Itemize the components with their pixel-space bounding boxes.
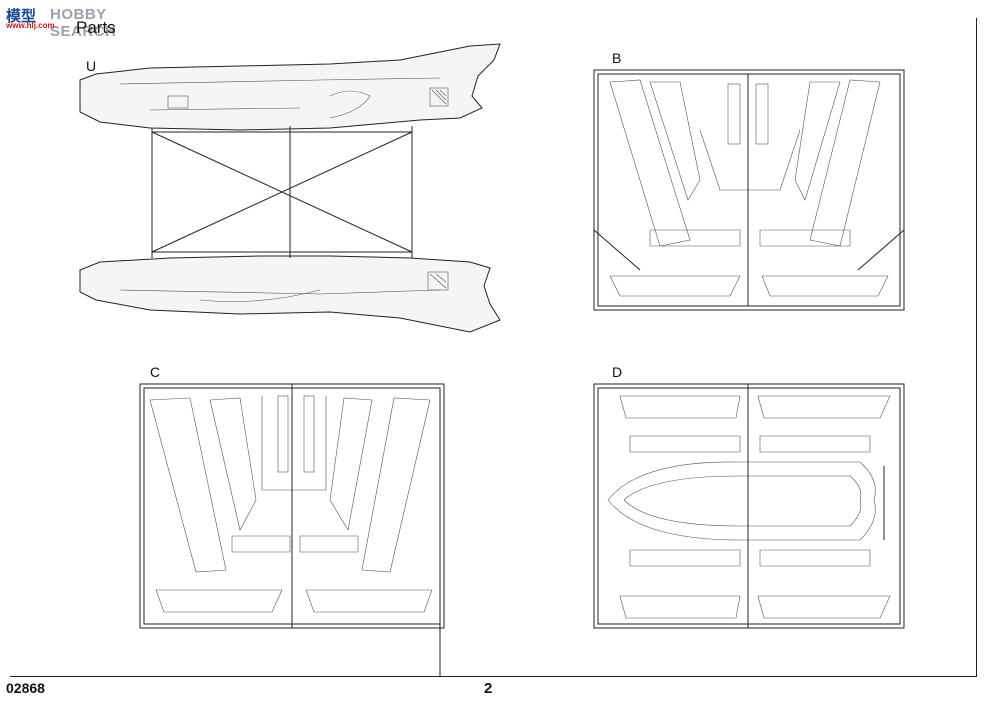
sprue-label-u: U	[86, 58, 97, 74]
page-title-text: Parts	[76, 18, 116, 37]
page-title: Parts	[40, 18, 116, 38]
sprue-label-b: B	[612, 50, 622, 66]
page-number: 2	[484, 680, 493, 697]
watermark-text: HOBBY SEARCH	[50, 6, 117, 40]
sprue-label-c: C	[150, 364, 161, 380]
watermark: 模型 HOBBY SEARCH www.hlj.com	[2, 2, 162, 40]
watermark-sub: www.hlj.com	[6, 21, 55, 30]
page-frame	[10, 18, 977, 677]
product-code: 02868	[6, 680, 45, 696]
sprue-label-d: D	[612, 364, 623, 380]
watermark-logo: 模型	[6, 8, 37, 25]
